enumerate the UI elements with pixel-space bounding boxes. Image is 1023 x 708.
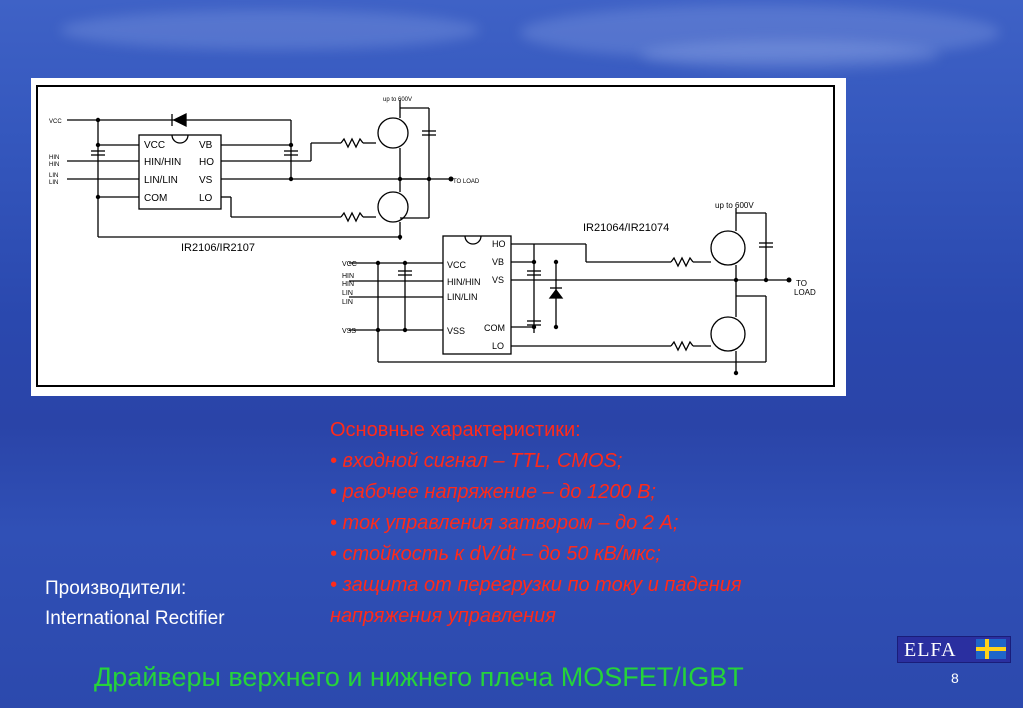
left-pin-vs: VS (199, 175, 213, 186)
left-pin-vb: VB (199, 140, 213, 151)
elfa-logo: ELFA (897, 636, 1011, 663)
left-input-lin-bar: LIN (49, 180, 58, 186)
left-pin-ho: HO (199, 157, 214, 168)
background-cloud (520, 5, 1000, 60)
right-load-label-2: LOAD (794, 288, 816, 297)
left-supply-label: up to 600V (383, 97, 412, 103)
diagram-frame (36, 85, 835, 387)
left-pin-hin: HIN/HIN (144, 157, 181, 168)
feature-item: • защита от перегрузки по току и падения (330, 574, 742, 596)
swedish-flag-icon (976, 639, 1006, 659)
circuit-svg: VCC HIN/HIN LIN/LIN COM VB HO VS LO IR21… (36, 85, 835, 387)
right-supply-label: up to 600V (715, 201, 754, 210)
left-chip-body (138, 134, 222, 210)
background-cloud (60, 10, 480, 50)
left-input-hin: HIN (49, 155, 59, 161)
logo-text: ELFA (904, 639, 957, 661)
circuit-diagram: VCC HIN/HIN LIN/LIN COM VB HO VS LO IR21… (31, 78, 846, 396)
left-input-lin: LIN (49, 173, 58, 179)
feature-item: • входной сигнал – TTL, CMOS; (330, 450, 623, 472)
manufacturers-block: Производители: International Rectifier (45, 574, 225, 634)
right-input-vss: VSS (342, 328, 356, 335)
right-pin-vss: VSS (447, 326, 465, 336)
right-pin-ho: HO (492, 239, 506, 249)
features-list: Основные характеристики: • входной сигна… (330, 415, 890, 632)
background-cloud (640, 40, 940, 70)
manufacturers-label: Производители: (45, 578, 187, 599)
features-heading: Основные характеристики: (330, 419, 581, 441)
right-pin-vcc: VCC (447, 260, 467, 270)
right-pin-vb: VB (492, 257, 504, 267)
feature-item-continuation: напряжения управления (330, 605, 556, 627)
right-pin-vs: VS (492, 275, 504, 285)
left-pin-com: COM (144, 193, 167, 204)
right-pin-hin: HIN/HIN (447, 277, 481, 287)
right-input-hin-bar: HIN (342, 281, 354, 288)
right-input-hin: HIN (342, 273, 354, 280)
left-pin-vcc: VCC (144, 140, 165, 151)
right-pin-lo: LO (492, 341, 504, 351)
left-chip-caption: IR2106/IR2107 (181, 242, 255, 254)
feature-item: • рабочее напряжение – до 1200 В; (330, 481, 656, 503)
right-input-lin-bar: LIN (342, 299, 353, 306)
right-load-label-1: TO (796, 279, 807, 288)
left-input-hin-bar: HIN (49, 162, 59, 168)
right-chip-caption: IR21064/IR21074 (583, 222, 669, 234)
left-pin-lin: LIN/LIN (144, 175, 178, 186)
slide-title: Драйверы верхнего и нижнего плеча MOSFET… (94, 662, 744, 692)
right-pin-lin: LIN/LIN (447, 292, 478, 302)
right-chip-body (442, 235, 512, 355)
page-number: 8 (951, 670, 959, 686)
feature-item: • ток управления затвором – до 2 А; (330, 512, 679, 534)
left-input-vcc: VCC (49, 119, 62, 125)
right-input-lin: LIN (342, 290, 353, 297)
right-pin-com: COM (484, 323, 505, 333)
manufacturer-name: International Rectifier (45, 608, 225, 629)
left-pin-lo: LO (199, 193, 213, 204)
left-load-label: TO LOAD (453, 179, 480, 185)
feature-item: • стойкость к dV/dt – до 50 кВ/мкс; (330, 543, 661, 565)
right-input-vcc: VCC (342, 261, 357, 268)
